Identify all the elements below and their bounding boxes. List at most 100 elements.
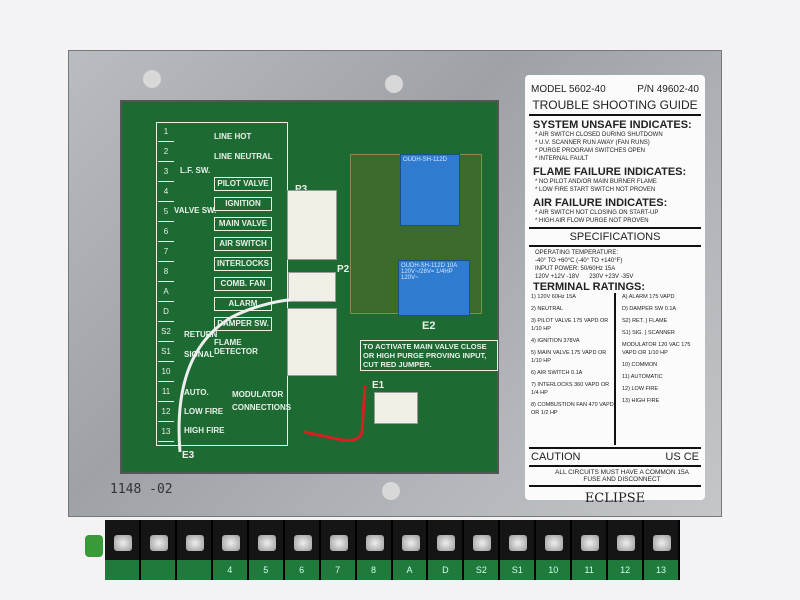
terminal-screw[interactable]	[293, 535, 312, 551]
terminal-label: 11	[572, 560, 607, 580]
schematic-terminal: 12	[158, 402, 174, 422]
terminal-ratings-title: TERMINAL RATINGS:	[533, 281, 646, 293]
schematic-box: AIR SWITCH	[214, 237, 272, 251]
terminal-screw[interactable]	[473, 535, 492, 551]
model-number: MODEL 5602-40	[531, 84, 606, 95]
schematic-terminal: 11	[158, 382, 174, 402]
terminal-screw[interactable]	[329, 535, 348, 551]
section-item: * INTERNAL FAULT	[535, 156, 589, 162]
section-item: * HIGH AIR FLOW PURGE NOT PROVEN	[535, 218, 649, 224]
flame-detector-label: FLAME DETECTOR	[214, 338, 258, 356]
rating-item: 12) LOW FIRE	[622, 386, 659, 392]
line-hot-label: LINE HOT	[214, 132, 252, 141]
terminal[interactable]: 8	[356, 520, 393, 580]
rating-item: S1) SIG. } SCANNER	[622, 330, 675, 336]
schematic-frame	[156, 122, 288, 446]
terminal-label	[105, 560, 139, 580]
terminal-label: 6	[284, 560, 319, 580]
connector-e1[interactable]	[374, 392, 418, 424]
terminal[interactable]: 7	[320, 520, 357, 580]
rating-item: 2) NEUTRAL	[531, 306, 564, 312]
terminal-screw[interactable]	[617, 535, 636, 551]
rating-item: 8) COMBUSTION FAN 470 VAPD OR 1/2 HP	[531, 402, 614, 416]
white-wire	[177, 296, 323, 453]
terminal-screw[interactable]	[221, 535, 240, 551]
certification-marks: US CE	[665, 451, 699, 463]
trouble-shooting-label: MODEL 5602-40 P/N 49602-40 TROUBLE SHOOT…	[525, 75, 705, 506]
mounting-screw	[143, 70, 161, 88]
modulator-label: MODULATOR CONNECTIONS	[232, 390, 292, 412]
high-fire-label: HIGH FIRE	[184, 426, 225, 435]
terminal[interactable]: S1	[500, 520, 537, 580]
terminal[interactable]: 6	[284, 520, 321, 580]
section-item: * LOW FIRE START SWITCH NOT PROVEN	[535, 187, 656, 193]
schematic-terminal: 2	[158, 142, 174, 162]
jumper-note: TO ACTIVATE MAIN VALVE CLOSE OR HIGH PUR…	[360, 340, 498, 371]
wires	[177, 296, 367, 453]
valve-switch-label: VALVE SW.	[174, 206, 217, 215]
rating-item: 5) MAIN VALVE 175 VAPD OR 1/10 HP	[531, 350, 607, 364]
terminal-label: D	[428, 560, 463, 580]
terminal[interactable]	[140, 520, 177, 580]
terminal[interactable]: 12	[608, 520, 645, 580]
terminal-screw[interactable]	[545, 535, 564, 551]
terminal[interactable]: S2	[464, 520, 501, 580]
rating-item: MODULATOR 120 VAC 175 VAPD OR 1/10 HP	[622, 342, 691, 356]
terminal-screw[interactable]	[653, 535, 672, 551]
schematic-terminal: 6	[158, 222, 174, 242]
schematic-terminal: 13	[158, 422, 174, 442]
terminal-screw[interactable]	[365, 535, 384, 551]
terminal-screw[interactable]	[185, 535, 204, 551]
rating-item: A) ALARM 175 VAPD	[622, 294, 675, 300]
terminal[interactable]: 5	[248, 520, 285, 580]
e3-label: E3	[182, 450, 195, 461]
power-120: 120V +12V -18V	[535, 274, 580, 280]
terminal[interactable]	[105, 520, 141, 580]
rating-item: 7) INTERLOCKS 360 VAPD OR 1/4 HP	[531, 382, 610, 396]
terminal-screw[interactable]	[437, 535, 456, 551]
terminal[interactable]: A	[392, 520, 429, 580]
schematic-box: INTERLOCKS	[214, 257, 272, 271]
rating-item: 11) AUTOMATIC	[622, 374, 663, 380]
terminal-screw[interactable]	[581, 535, 600, 551]
terminal-screw[interactable]	[401, 535, 420, 551]
terminal-screw[interactable]	[114, 535, 132, 551]
eclipse-logo: ECLIPSE	[584, 491, 646, 506]
terminal[interactable]: 10	[536, 520, 573, 580]
terminal-screw[interactable]	[257, 535, 276, 551]
schematic-terminal: A	[158, 282, 174, 302]
ground-screw[interactable]	[85, 535, 103, 557]
schematic-terminal: 5	[158, 202, 174, 222]
terminal-label: 5	[248, 560, 283, 580]
terminal-label: S2	[464, 560, 499, 580]
relay-k2: OUDH-SH-112D	[400, 154, 460, 226]
terminal-label: 7	[320, 560, 355, 580]
terminal[interactable]: 13	[644, 520, 680, 580]
section-item: * AIR SWITCH NOT CLOSING ON START-UP	[535, 210, 659, 216]
terminal-label: 8	[356, 560, 391, 580]
p2-label: P2	[337, 264, 350, 275]
serial-number: 1148 -02	[110, 482, 173, 497]
terminal[interactable]: 11	[572, 520, 609, 580]
specifications-title: SPECIFICATIONS	[569, 231, 661, 243]
section-item: * NO PILOT AND/OR MAIN BURNER FLAME	[535, 179, 657, 185]
rating-item: 13) HIGH FIRE	[622, 398, 660, 404]
connector-p3[interactable]	[287, 190, 337, 260]
terminal-label: 12	[608, 560, 643, 580]
section-heading: SYSTEM UNSAFE INDICATES:	[533, 119, 692, 131]
terminal-screw[interactable]	[509, 535, 528, 551]
rating-item: 1) 120V 60Hz 15A	[531, 294, 576, 300]
terminal-screw[interactable]	[149, 535, 168, 551]
schematic-terminal: S1	[158, 342, 174, 362]
red-jumper-wire[interactable]	[303, 384, 367, 442]
guide-title: TROUBLE SHOOTING GUIDE	[532, 98, 698, 112]
terminal[interactable]: D	[428, 520, 465, 580]
schematic-box: MAIN VALVE	[214, 217, 272, 231]
terminal[interactable]	[176, 520, 213, 580]
rating-item: 6) AIR SWITCH 0.1A	[531, 370, 583, 376]
auto-label: AUTO.	[184, 388, 209, 397]
connector-p1[interactable]	[287, 308, 337, 376]
terminal[interactable]: 4	[212, 520, 249, 580]
